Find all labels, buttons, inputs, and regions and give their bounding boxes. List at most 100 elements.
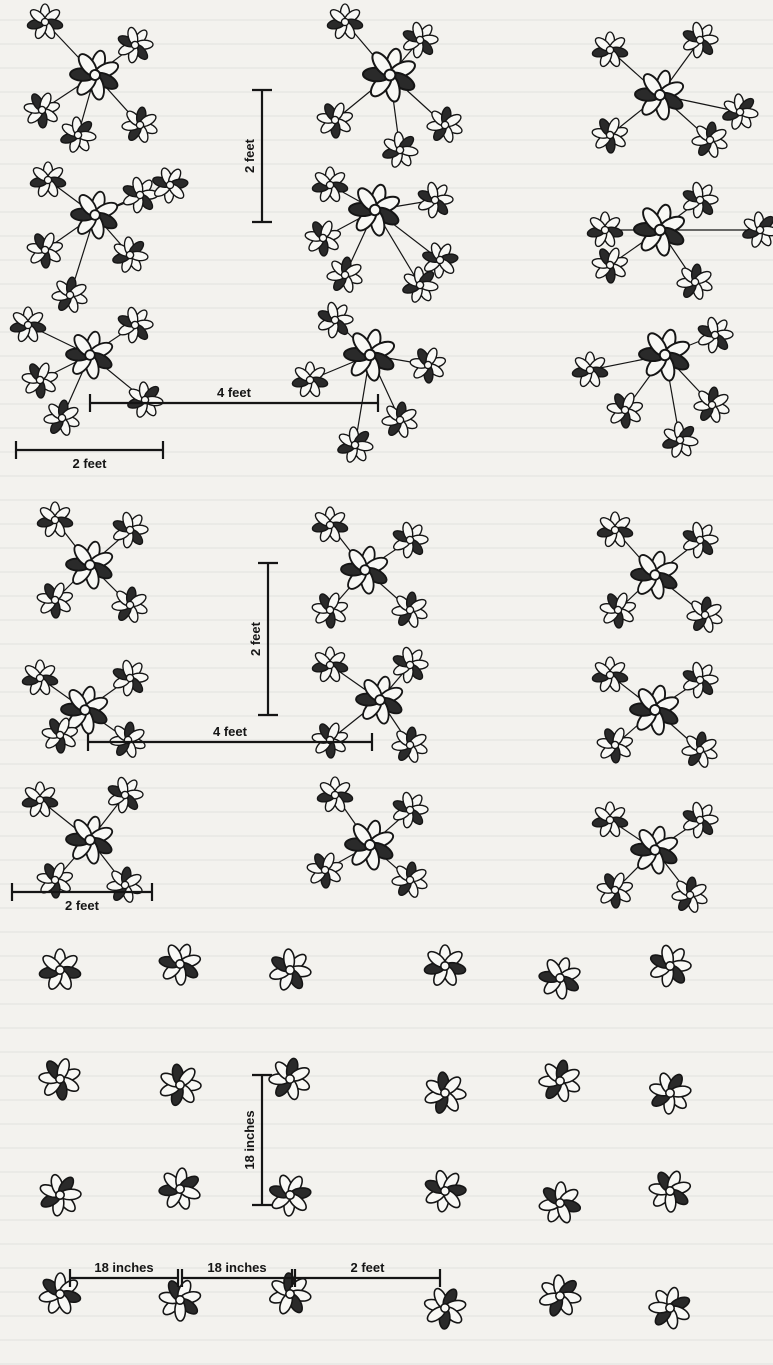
plant-cluster-icon bbox=[689, 309, 740, 360]
dimension-label: 18 inches bbox=[242, 1110, 257, 1169]
plant-cluster-icon bbox=[420, 1166, 470, 1215]
plant-cluster-icon bbox=[602, 387, 647, 433]
plant-cluster-icon bbox=[533, 951, 588, 1005]
dimension-label: 18 inches bbox=[94, 1260, 153, 1275]
plant-cluster-icon bbox=[312, 97, 357, 143]
plant-cluster-icon bbox=[302, 847, 347, 893]
plant-cluster-icon bbox=[307, 587, 352, 633]
plant-cluster-icon bbox=[688, 381, 735, 429]
plant-cluster-icon bbox=[640, 1161, 700, 1221]
plant-cluster-icon bbox=[60, 325, 120, 384]
plant-cluster-icon bbox=[53, 110, 104, 160]
plant-cluster-icon bbox=[571, 352, 608, 388]
dimension-label: 2 feet bbox=[65, 898, 100, 913]
plant-cluster-icon bbox=[99, 769, 150, 820]
plant-cluster-icon bbox=[655, 415, 706, 465]
plant-cluster-icon bbox=[64, 44, 127, 106]
plant-cluster-icon bbox=[422, 1070, 468, 1117]
plant-cluster-icon bbox=[291, 362, 328, 398]
plant-cluster-icon bbox=[321, 251, 368, 299]
plant-cluster-icon bbox=[674, 14, 725, 65]
plant-cluster-icon bbox=[676, 726, 723, 774]
plant-cluster-icon bbox=[674, 654, 725, 705]
plant-cluster-icon bbox=[587, 242, 632, 288]
plant-cluster-icon bbox=[311, 167, 348, 203]
dimension-label: 4 feet bbox=[217, 385, 252, 400]
plant-cluster-icon bbox=[640, 1278, 700, 1338]
plant-cluster-icon bbox=[421, 101, 468, 149]
plant-cluster-icon bbox=[384, 514, 435, 565]
plant-cluster-icon bbox=[21, 782, 58, 818]
plant-cluster-icon bbox=[307, 717, 352, 763]
plant-cluster-icon bbox=[330, 420, 381, 470]
dimension-label: 2 feet bbox=[73, 456, 108, 471]
plant-cluster-icon bbox=[674, 794, 725, 845]
dimension-label: 2 feet bbox=[248, 621, 263, 656]
plant-cluster-icon bbox=[339, 814, 402, 876]
plant-cluster-icon bbox=[629, 64, 692, 126]
dimension-label: 18 inches bbox=[207, 1260, 266, 1275]
plant-cluster-icon bbox=[19, 87, 64, 133]
plant-cluster-icon bbox=[104, 716, 151, 764]
plant-cluster-icon bbox=[311, 507, 348, 543]
plant-cluster-icon bbox=[17, 357, 62, 403]
plant-cluster-icon bbox=[375, 125, 426, 175]
plant-cluster-icon bbox=[153, 1162, 208, 1216]
plant-cluster-icon bbox=[405, 342, 450, 388]
plant-cluster-icon bbox=[264, 1267, 317, 1321]
plant-cluster-icon bbox=[409, 174, 460, 225]
plant-cluster-icon bbox=[120, 375, 171, 425]
plant-cluster-icon bbox=[38, 394, 85, 442]
plant-cluster-icon bbox=[104, 504, 155, 555]
plant-cluster-icon bbox=[29, 162, 66, 198]
plant-cluster-icon bbox=[586, 212, 623, 248]
plant-cluster-icon bbox=[9, 307, 46, 343]
plant-cluster-icon bbox=[109, 299, 160, 350]
plant-cluster-icon bbox=[681, 591, 728, 639]
plant-cluster-icon bbox=[22, 227, 67, 273]
plant-cluster-icon bbox=[311, 647, 348, 683]
plant-cluster-icon bbox=[596, 512, 633, 548]
plant-cluster-icon bbox=[342, 178, 407, 242]
plant-cluster-icon bbox=[38, 949, 81, 991]
plant-cluster-icon bbox=[624, 679, 687, 741]
plant-cluster-icon bbox=[587, 112, 632, 158]
plant-cluster-icon bbox=[419, 1282, 471, 1335]
plant-cluster-icon bbox=[316, 777, 353, 813]
plant-cluster-icon bbox=[150, 165, 190, 204]
plant-cluster-icon bbox=[262, 1050, 319, 1107]
plant-cluster-icon bbox=[394, 14, 445, 65]
plant-cluster-icon bbox=[592, 722, 637, 768]
plant-cluster-icon bbox=[36, 502, 73, 538]
plant-cluster-icon bbox=[591, 657, 628, 693]
plant-cluster-icon bbox=[530, 1266, 589, 1325]
plant-cluster-icon bbox=[384, 784, 435, 835]
dimension-label: 2 feet bbox=[242, 138, 257, 173]
plant-cluster-icon bbox=[686, 116, 733, 164]
plant-cluster-icon bbox=[104, 652, 155, 703]
plant-cluster-icon bbox=[640, 1063, 700, 1123]
plant-cluster-icon bbox=[386, 856, 433, 904]
dimension-label: 2 feet bbox=[351, 1260, 386, 1275]
plant-cluster-icon bbox=[531, 1174, 589, 1232]
plant-cluster-icon bbox=[632, 323, 697, 387]
plant-cluster-icon bbox=[31, 1265, 89, 1322]
plant-cluster-icon bbox=[671, 258, 718, 306]
plant-cluster-icon bbox=[591, 802, 628, 838]
plant-cluster-icon bbox=[376, 396, 423, 444]
plant-cluster-icon bbox=[335, 540, 395, 599]
plant-cluster-icon bbox=[326, 4, 363, 40]
plant-cluster-icon bbox=[101, 861, 148, 909]
plant-cluster-icon bbox=[386, 721, 433, 769]
plant-cluster-icon bbox=[595, 587, 640, 633]
plant-cluster-icon bbox=[105, 230, 156, 280]
plants-layer bbox=[9, 4, 773, 1338]
dimension-label: 4 feet bbox=[213, 724, 248, 739]
plant-cluster-icon bbox=[30, 1165, 90, 1225]
plant-cluster-icon bbox=[26, 4, 63, 40]
plant-cluster-icon bbox=[32, 1051, 87, 1107]
plant-cluster-icon bbox=[21, 660, 58, 696]
plant-cluster-icon bbox=[32, 857, 77, 903]
